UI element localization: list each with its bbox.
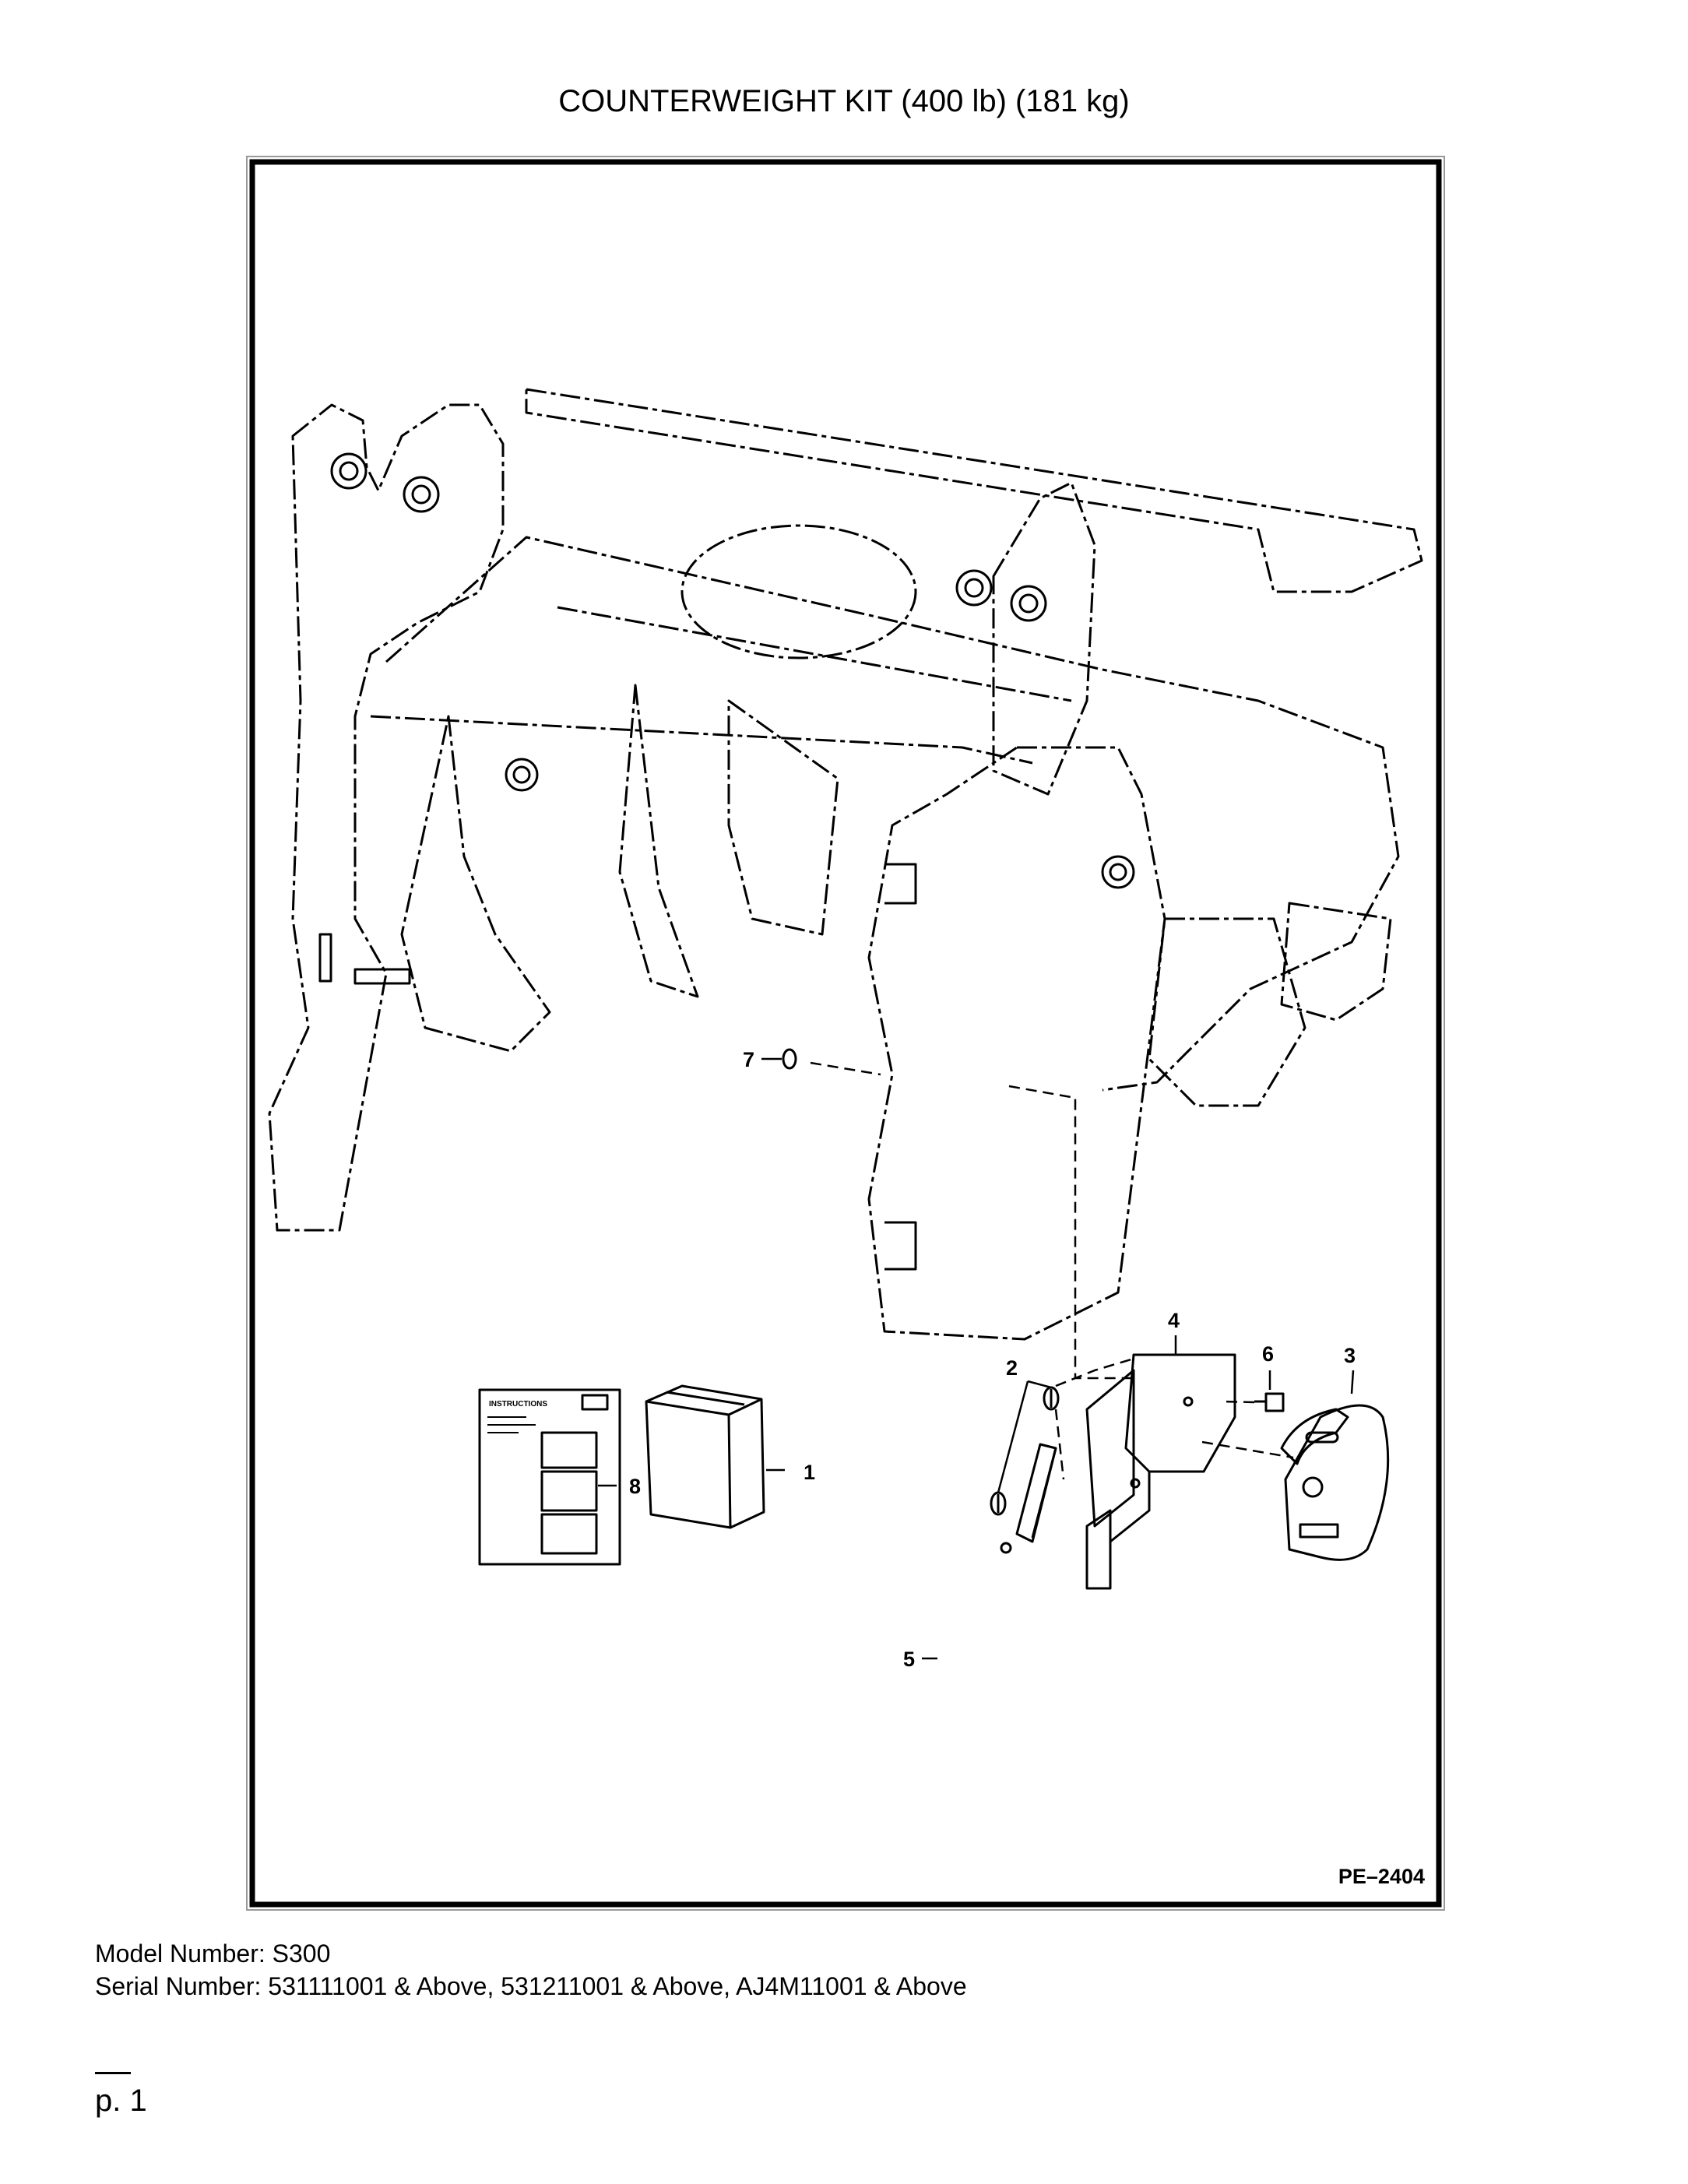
page-number: p. 1 [95, 2084, 147, 2118]
callout-6: 6 [1262, 1342, 1274, 1366]
instruction-sheet [478, 1388, 621, 1566]
hardware-box [645, 1384, 765, 1529]
callout-4: 4 [1168, 1309, 1180, 1332]
figure-id: PE–2404 [1338, 1865, 1425, 1888]
model-info: Model Number: S300 Serial Number: 531111… [95, 1937, 967, 2003]
instruction-sheet-label: INSTRUCTIONS [489, 1400, 547, 1409]
callout-5: 5 [903, 1648, 915, 1671]
frame-brackets [318, 863, 917, 1271]
callout-7: 7 [743, 1048, 754, 1071]
counterweight [1280, 1404, 1390, 1561]
callout-3: 3 [1344, 1344, 1356, 1367]
callout-1: 1 [804, 1461, 815, 1484]
parts-illustration: 1 2 3 4 5 6 7 8 INSTRUCTIONS PE–2404 [246, 156, 1445, 1911]
loader-frame [268, 388, 1423, 1341]
footer-divider [95, 2072, 131, 2074]
page-title: COUNTERWEIGHT KIT (400 lb) (181 kg) [558, 84, 1130, 118]
pivot-bosses [330, 452, 1135, 889]
bolt [1254, 1392, 1285, 1412]
counterweight-bracket [1085, 1353, 1236, 1590]
callout-2: 2 [1006, 1356, 1018, 1380]
pin-rod [1015, 1443, 1057, 1543]
model-number: Model Number: S300 [95, 1940, 331, 1968]
retainer-rings [990, 1386, 1060, 1554]
callout-8: 8 [629, 1475, 641, 1498]
nut [782, 1048, 797, 1070]
serial-number: Serial Number: 531111001 & Above, 531211… [95, 1972, 967, 2000]
item-callouts: 1 2 3 4 5 6 7 8 [629, 1048, 1356, 1671]
